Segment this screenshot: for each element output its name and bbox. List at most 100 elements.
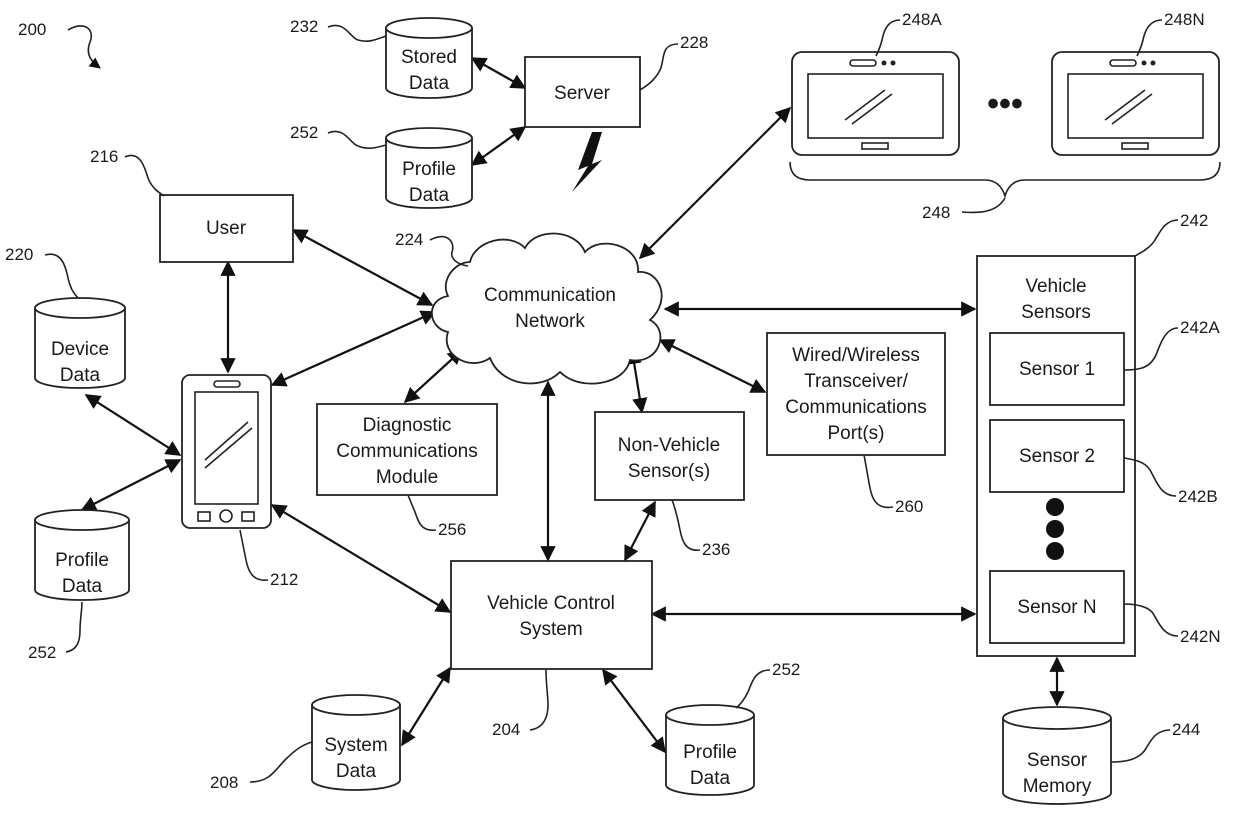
sensor-1-box: Sensor 1 xyxy=(990,333,1124,405)
arrow-device-phone xyxy=(86,395,180,455)
ref-232: 232 xyxy=(290,17,386,41)
svg-text:232: 232 xyxy=(290,17,318,36)
svg-text:Data: Data xyxy=(62,576,103,597)
cloud-line-2: Network xyxy=(515,311,585,332)
svg-text:System: System xyxy=(324,735,387,756)
svg-text:Sensor(s): Sensor(s) xyxy=(628,461,710,482)
system-data-db: System Data xyxy=(312,695,400,790)
svg-text:Non-Vehicle: Non-Vehicle xyxy=(618,435,720,456)
svg-text:242: 242 xyxy=(1180,211,1208,230)
svg-text:248A: 248A xyxy=(902,10,942,29)
ref-244: 244 xyxy=(1111,720,1200,762)
svg-text:212: 212 xyxy=(270,570,298,589)
svg-text:228: 228 xyxy=(680,33,708,52)
device-data-db: Device Data xyxy=(35,298,125,388)
tablets-brace xyxy=(790,162,1220,196)
svg-text:Communications: Communications xyxy=(785,397,927,418)
ref-208: 208 xyxy=(210,742,312,792)
svg-text:Device: Device xyxy=(51,339,109,360)
server-label: Server xyxy=(554,83,611,104)
svg-text:244: 244 xyxy=(1172,720,1200,739)
svg-text:Memory: Memory xyxy=(1023,776,1092,797)
svg-text:Module: Module xyxy=(376,467,438,488)
arrow-nvs-vcs xyxy=(625,502,655,560)
svg-text:252: 252 xyxy=(772,660,800,679)
vehicle-control-system-box: Vehicle Control System xyxy=(451,561,652,669)
svg-text:200: 200 xyxy=(18,20,46,39)
svg-text:Port(s): Port(s) xyxy=(828,423,885,444)
arrow-network-transceiver xyxy=(660,340,765,392)
svg-text:248: 248 xyxy=(922,203,950,222)
svg-text:Data: Data xyxy=(690,768,731,789)
ref-220: 220 xyxy=(5,245,78,298)
sensor-n-box: Sensor N xyxy=(990,571,1124,643)
svg-text:Vehicle Control: Vehicle Control xyxy=(487,593,615,614)
user-box: User xyxy=(160,195,293,262)
wireless-bolt-icon xyxy=(572,132,602,192)
tablet-ellipsis: ••• xyxy=(987,85,1023,123)
arrow-vcs-system xyxy=(402,668,450,745)
smartphone-icon xyxy=(182,375,271,528)
arrow-diag-network xyxy=(405,350,462,402)
arrow-stored-server xyxy=(472,58,525,88)
svg-text:Data: Data xyxy=(60,365,101,386)
svg-text:System: System xyxy=(519,619,582,640)
arrow-profile-phone xyxy=(82,460,180,510)
svg-text:252: 252 xyxy=(290,123,318,142)
ref-242b: 242B xyxy=(1124,458,1218,506)
arrow-phone-vcs xyxy=(272,505,450,612)
tablet-248a-icon xyxy=(792,52,959,155)
svg-text:Sensors: Sensors xyxy=(1021,302,1091,323)
svg-text:256: 256 xyxy=(438,520,466,539)
ref-236: 236 xyxy=(672,500,730,559)
ref-224: 224 xyxy=(395,230,468,266)
stored-data-db: Stored Data xyxy=(386,18,472,98)
svg-text:208: 208 xyxy=(210,773,238,792)
svg-text:Sensor 2: Sensor 2 xyxy=(1019,446,1095,467)
ref-252-top: 252 xyxy=(290,123,386,148)
svg-text:Profile: Profile xyxy=(55,550,109,571)
svg-text:Stored: Stored xyxy=(401,47,457,68)
ref-248a: 248A xyxy=(876,10,942,56)
svg-text:Profile: Profile xyxy=(683,742,737,763)
profile-data-db-left: Profile Data xyxy=(35,510,129,600)
profile-data-db-top: Profile Data xyxy=(386,128,472,208)
ref-248: 248 xyxy=(922,198,1005,222)
ref-252-bottom: 252 xyxy=(736,660,800,708)
ref-228: 228 xyxy=(640,33,708,90)
arrow-network-tablets xyxy=(640,108,790,258)
svg-text:Profile: Profile xyxy=(402,159,456,180)
ref-212: 212 xyxy=(240,530,298,589)
svg-text:224: 224 xyxy=(395,230,423,249)
communication-network-cloud: Communication Network xyxy=(432,233,662,383)
sensor-memory-db: Sensor Memory xyxy=(1003,707,1111,804)
svg-text:Transceiver/: Transceiver/ xyxy=(804,371,909,392)
svg-text:Sensor N: Sensor N xyxy=(1017,597,1096,618)
ref-260: 260 xyxy=(864,455,923,516)
svg-text:Diagnostic: Diagnostic xyxy=(363,415,452,436)
svg-text:248N: 248N xyxy=(1164,10,1205,29)
cloud-line-1: Communication xyxy=(484,285,616,306)
ref-252-left: 252 xyxy=(28,602,82,662)
ref-242: 242 xyxy=(1135,211,1208,256)
arrow-phone-network xyxy=(272,312,435,385)
svg-text:242N: 242N xyxy=(1180,627,1221,646)
tablet-248n-icon xyxy=(1052,52,1219,155)
svg-text:Vehicle: Vehicle xyxy=(1025,276,1086,297)
svg-text:Sensor 1: Sensor 1 xyxy=(1019,359,1095,380)
svg-text:252: 252 xyxy=(28,643,56,662)
profile-data-db-bottom: Profile Data xyxy=(666,705,754,795)
svg-text:260: 260 xyxy=(895,497,923,516)
transceiver-box: Wired/Wireless Transceiver/ Communicatio… xyxy=(767,333,945,455)
server-box: Server xyxy=(525,57,640,127)
svg-text:Data: Data xyxy=(409,73,450,94)
svg-text:220: 220 xyxy=(5,245,33,264)
ref-204: 204 xyxy=(492,670,548,739)
sensor-ellipsis-dots xyxy=(1046,498,1064,560)
svg-text:242A: 242A xyxy=(1180,318,1220,337)
ref-242n: 242N xyxy=(1124,604,1221,646)
svg-text:Data: Data xyxy=(409,185,450,206)
ref-248n: 248N xyxy=(1137,10,1205,56)
svg-text:242B: 242B xyxy=(1178,487,1218,506)
